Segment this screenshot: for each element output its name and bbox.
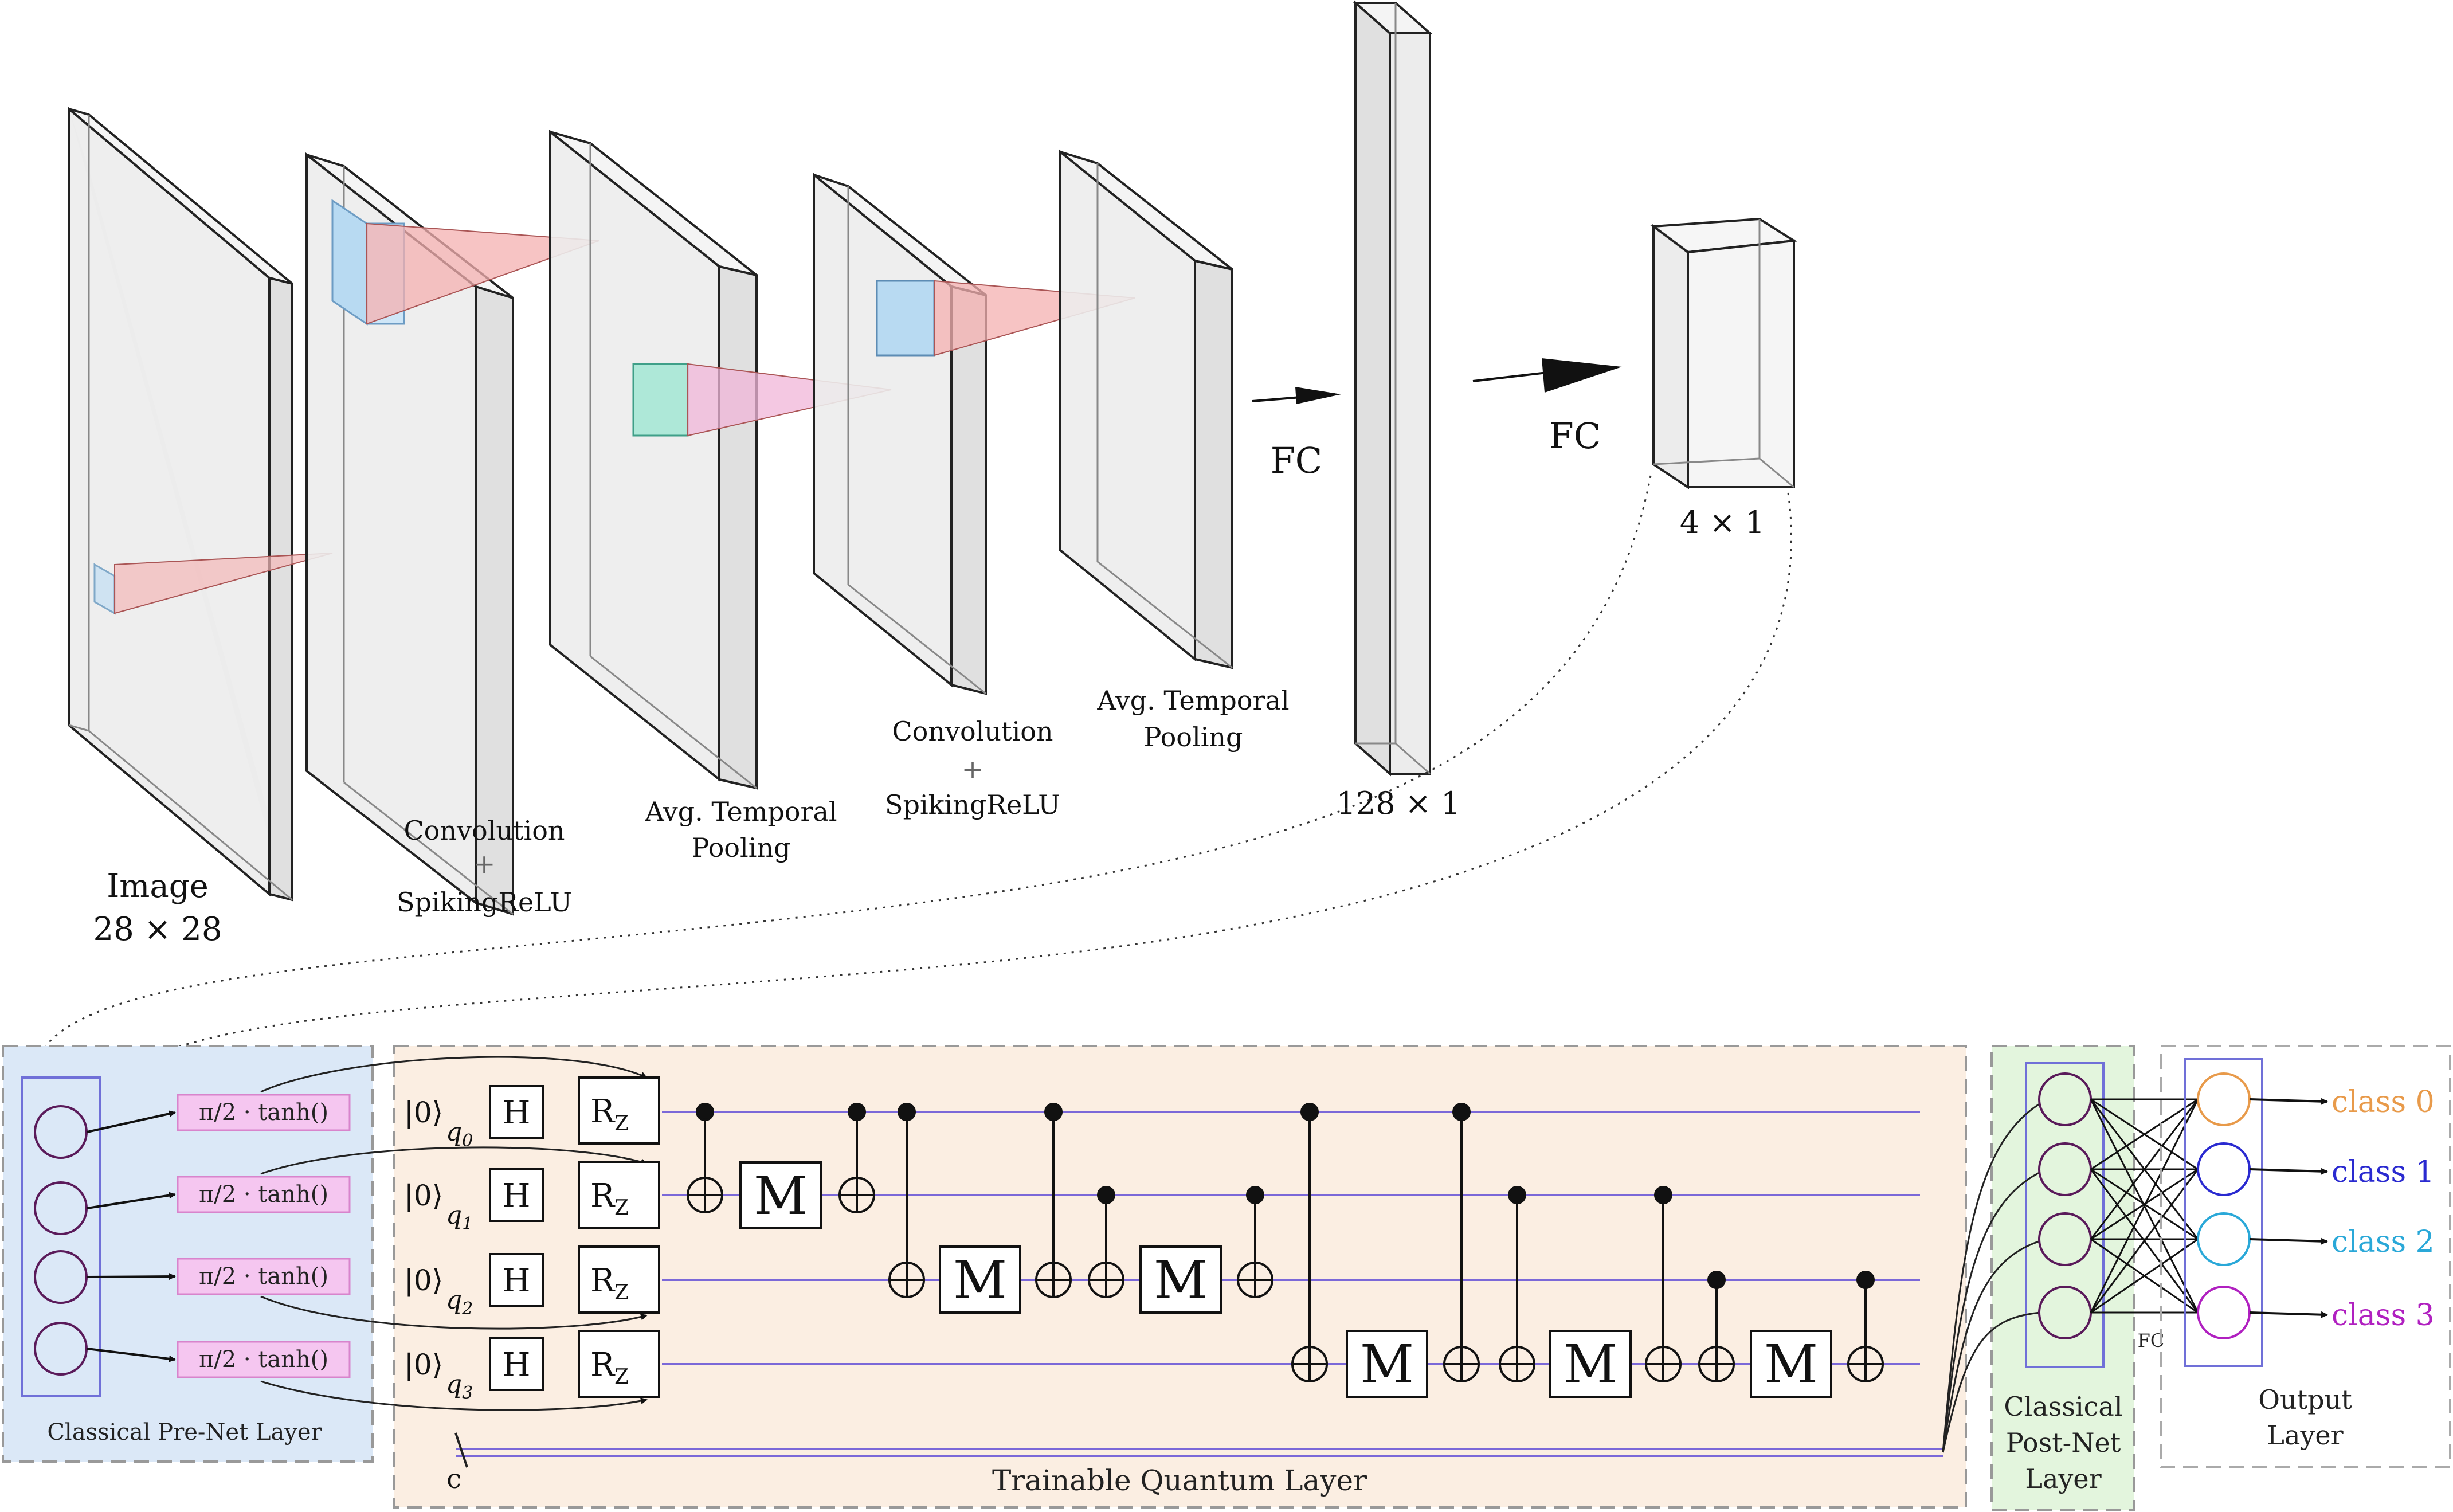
rz-gate-2: RZ — [590, 1262, 629, 1305]
func-box-3 — [177, 1341, 351, 1378]
cnn-labels: Image 28 × 28 Convolution + SpikingReLU … — [93, 415, 1765, 948]
quantum-panel: c |0⟩ |0⟩ |0⟩ |0⟩ q0 q1 q2 q3 H H — [260, 1045, 1967, 1509]
ket-1: |0⟩ — [404, 1179, 443, 1212]
pool1-slab — [549, 129, 758, 790]
output-panel: class 0 class 1 class 2 class 3 Output L… — [2160, 1045, 2451, 1468]
qubit-label-3: q3 — [446, 1370, 473, 1403]
func-label-0: π/2 · tanh() — [199, 1099, 328, 1126]
class-label-0: class 0 — [2331, 1085, 2435, 1119]
postnet-title-1: Classical — [2004, 1391, 2122, 1422]
cnn-section — [68, 0, 1797, 916]
quantum-title: Trainable Quantum Layer — [992, 1464, 1367, 1497]
func-box-0 — [177, 1094, 351, 1131]
ket-3: |0⟩ — [404, 1348, 443, 1381]
image-slab — [68, 106, 293, 902]
func-label-2: π/2 · tanh() — [199, 1263, 328, 1290]
image-kernel — [93, 553, 333, 615]
qubit-label-2: q2 — [446, 1286, 473, 1319]
postnet-neuron-3 — [2038, 1286, 2092, 1339]
postnet-neuron-1 — [2038, 1142, 2092, 1196]
pool1-kernel — [632, 363, 892, 437]
pool1-label-2: Pooling — [692, 832, 791, 863]
image-size: 28 × 28 — [93, 911, 222, 948]
prenet-neuron-1 — [34, 1181, 88, 1235]
measure-4: M — [1564, 1334, 1617, 1395]
image-label: Image — [107, 868, 209, 905]
postnet-title-3: Layer — [2025, 1463, 2101, 1494]
measure-1: M — [953, 1249, 1007, 1311]
prenet-title: Classical Pre-Net Layer — [47, 1419, 322, 1446]
output-neuron-3 — [2197, 1286, 2251, 1339]
fc-connections — [2090, 1098, 2199, 1314]
postnet-neuron-2 — [2038, 1212, 2092, 1266]
postnet-panel: Classical Post-Net Layer FC — [1942, 1045, 2164, 1511]
conv2-label-1: Convolution — [892, 716, 1053, 747]
rz-gate-3: RZ — [590, 1346, 629, 1389]
pool1-label-1: Avg. Temporal — [644, 796, 837, 827]
conv1-label-1: Convolution — [403, 815, 565, 846]
func-box-2 — [177, 1258, 351, 1295]
func-label-3: π/2 · tanh() — [199, 1346, 328, 1373]
qubit-label-1: q1 — [446, 1201, 473, 1234]
class-label-1: class 1 — [2331, 1155, 2435, 1189]
rz-gate-1: RZ — [590, 1177, 629, 1220]
h-gate-3: H — [503, 1346, 531, 1384]
class-label-2: class 2 — [2331, 1225, 2435, 1259]
measure-5: M — [1764, 1334, 1818, 1395]
output-neuron-1 — [2197, 1142, 2251, 1196]
conv1-kernel — [331, 199, 599, 326]
prenet-neuron-0 — [34, 1105, 88, 1159]
rz-gate-0: RZ — [590, 1093, 629, 1135]
postnet-neuron-0 — [2038, 1072, 2092, 1126]
prenet-neuron-3 — [34, 1322, 88, 1376]
fc1-label: FC — [1271, 440, 1322, 481]
conv2-slab — [813, 172, 987, 695]
fc128-column — [1352, 0, 1433, 777]
conv1-label-3: SpikingReLU — [397, 887, 572, 918]
func-box-1 — [177, 1176, 351, 1213]
fc128-size: 128 × 1 — [1336, 785, 1460, 821]
output-title-1: Output — [2258, 1384, 2352, 1415]
measure-2: M — [1154, 1249, 1208, 1311]
prenet-panel: π/2 · tanh() π/2 · tanh() π/2 · tanh() π… — [2, 1045, 374, 1463]
h-gate-2: H — [503, 1262, 531, 1299]
pool2-slab — [1059, 149, 1233, 669]
ket-2: |0⟩ — [404, 1264, 443, 1297]
pool2-label-2: Pooling — [1144, 722, 1243, 753]
ket-0: |0⟩ — [404, 1096, 443, 1129]
zoom-connectors — [39, 475, 1792, 1090]
output-title-2: Layer — [2267, 1420, 2343, 1451]
out-box — [1650, 217, 1797, 489]
measure-3: M — [1360, 1334, 1414, 1395]
pool2-label-1: Avg. Temporal — [1096, 685, 1289, 716]
conv2-label-3: SpikingReLU — [885, 789, 1060, 820]
classical-reg-label: c — [446, 1463, 461, 1494]
postnet-title-2: Post-Net — [2006, 1427, 2121, 1458]
conv1-label-2: + — [473, 848, 496, 879]
qubit-label-0: q0 — [446, 1118, 473, 1151]
out-size: 4 × 1 — [1680, 504, 1765, 540]
func-label-1: π/2 · tanh() — [199, 1181, 328, 1208]
conv2-label-2: + — [962, 754, 984, 785]
h-gate-0: H — [503, 1094, 531, 1131]
h-gate-1: H — [503, 1177, 531, 1215]
output-neuron-0 — [2197, 1072, 2251, 1126]
output-neuron-2 — [2197, 1212, 2251, 1266]
class-label-3: class 3 — [2331, 1298, 2435, 1333]
fc2-label: FC — [1549, 415, 1601, 457]
measure-0: M — [754, 1165, 808, 1227]
prenet-neuron-2 — [34, 1250, 88, 1304]
